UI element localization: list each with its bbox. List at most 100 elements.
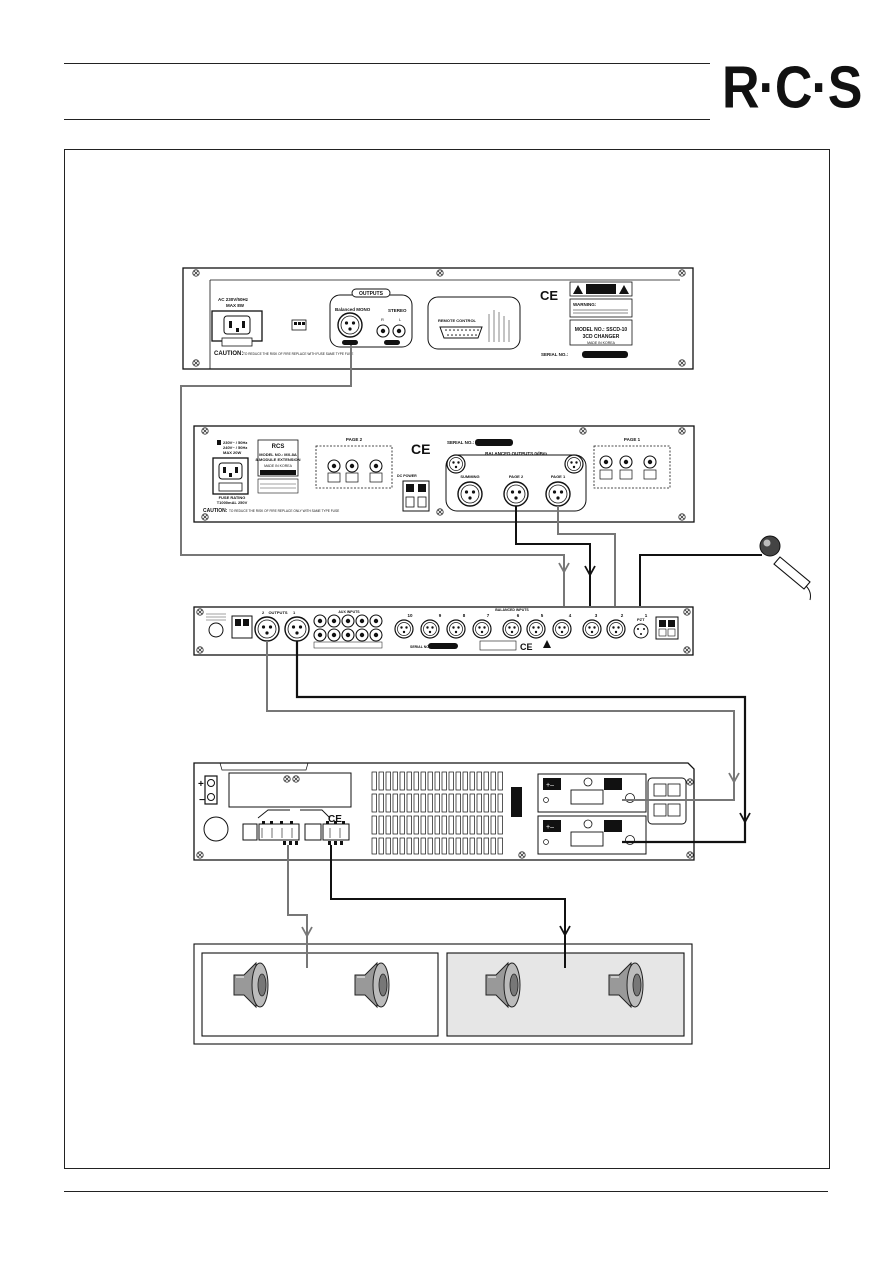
vent-slot: [406, 793, 412, 813]
vent-slot: [441, 793, 447, 813]
cd-ce-mark: CE: [540, 288, 558, 303]
vent-slot: [378, 837, 384, 855]
vent-slot: [378, 771, 384, 791]
vent-slot: [385, 793, 391, 813]
amp-output-terminal-2[interactable]: [322, 823, 350, 841]
mixer-input-5-label: 5: [541, 613, 544, 618]
vent-slot: [434, 771, 440, 791]
amp-output-terminal-1[interactable]: [258, 823, 300, 841]
cd-ac-power: MAX 8W: [226, 303, 245, 308]
vent-slot: [469, 793, 475, 813]
cd-model-line2: 3CD CHANGER: [583, 334, 620, 340]
vent-slot: [483, 771, 489, 791]
mx-summing-xlr[interactable]: [457, 481, 483, 507]
vent-slot: [385, 837, 391, 855]
mixer-ce-mark: CE: [520, 642, 533, 652]
cd-fuse-holder[interactable]: [221, 337, 253, 347]
vent-slot: [427, 771, 433, 791]
vent-slot: [406, 837, 412, 855]
svg-text:+–: +–: [546, 824, 554, 831]
vent-slot: [469, 771, 475, 791]
mx-voltage-1: 230V~ / 50Hz: [223, 440, 247, 445]
vent-slot: [497, 793, 503, 813]
vent-slot: [455, 815, 461, 835]
amp-ce-mark: CE: [328, 814, 342, 825]
mx-made-in: MADE IN KOREA: [264, 464, 292, 468]
mx-dc-power: DC POWER: [397, 474, 417, 478]
mixer-output-1-xlr[interactable]: [284, 616, 310, 642]
amp-fan-grommet: [203, 816, 229, 842]
mixer-unit: OUTPUTS 2 1 AUX INPUTS BALANCED INPUTS 1…: [193, 606, 694, 656]
vent-slot: [371, 771, 377, 791]
vent-slot: [434, 815, 440, 835]
mixer-input-9-label: 9: [439, 613, 442, 618]
mixer-out1-label: 1: [293, 610, 296, 615]
vent-slot: [497, 815, 503, 835]
mixer-power-jack[interactable]: [208, 622, 224, 638]
cd-serial-label: SERIAL NO.:: [541, 352, 569, 357]
footer-rule: [64, 1191, 828, 1192]
vent-slot: [420, 793, 426, 813]
header-rule-bottom: [64, 119, 710, 120]
cd-model-line1: MODEL NO.: SSCD-10: [575, 327, 628, 333]
mx-model-1: MODEL NO.: MX-8A: [259, 452, 297, 457]
vent-slot: [462, 815, 468, 835]
cd-stereo-l-rca[interactable]: [392, 324, 406, 338]
mixer-pzt-din[interactable]: [633, 623, 649, 639]
vent-slot: [455, 793, 461, 813]
svg-text:+–: +–: [546, 782, 554, 789]
vent-slot: [476, 771, 482, 791]
vent-slot: [420, 815, 426, 835]
vent-slot: [434, 793, 440, 813]
vent-slot: [371, 837, 377, 855]
cd-stereo: STEREO: [388, 308, 407, 313]
cd-stereo-r-rca[interactable]: [376, 324, 390, 338]
vent-slot: [483, 815, 489, 835]
cd-serial-plate: [582, 351, 628, 358]
amplifier-unit: + − CE +– +–: [193, 762, 695, 861]
vent-slot: [371, 793, 377, 813]
cd-warning: WARNING:: [573, 302, 597, 307]
mx-serial-plate: [475, 439, 513, 446]
cd-caution-text: TO REDUCE THE RISK OF FIRE REPLACE WITH …: [243, 352, 353, 356]
amp-terminal-a[interactable]: [242, 823, 258, 841]
mx-voltage-2: 240V~ / 50Hz: [223, 445, 247, 450]
mx-serial-label: SERIAL NO.:: [447, 440, 475, 445]
cd-caution: CAUTION:: [214, 351, 243, 357]
mixer-input-2-xlr[interactable]: [606, 619, 626, 639]
vent-slot: [469, 837, 475, 855]
mixer-input-3-xlr[interactable]: [582, 619, 602, 639]
mixer-input-6-label: 6: [517, 613, 520, 618]
vent-slot: [483, 793, 489, 813]
mx-page2-out: PAGE 2: [509, 474, 524, 479]
cd-balanced-mono-xlr[interactable]: [337, 312, 363, 338]
module-extension-unit: 230V~ / 50Hz 240V~ / 50Hz MAX 20W FUSE R…: [193, 425, 695, 523]
mx-page2-xlr[interactable]: [503, 481, 529, 507]
amp-plus: +: [198, 779, 204, 790]
amp-terminal-b[interactable]: [304, 823, 322, 841]
vent-slot: [399, 837, 405, 855]
mixer-input-1-label: 1: [645, 613, 648, 618]
vent-slot: [448, 837, 454, 855]
cd-stereo-r: R: [381, 317, 384, 322]
mx-brand: RCS: [272, 444, 285, 450]
vent-slot: [490, 771, 496, 791]
cd-remote-db25[interactable]: [439, 326, 483, 339]
vent-slot: [399, 793, 405, 813]
mixer-output-2-xlr[interactable]: [254, 616, 280, 642]
mixer-serial-label: SERIAL NO.:: [410, 645, 431, 649]
mx-page1-xlr[interactable]: [545, 481, 571, 507]
vent-slot: [427, 815, 433, 835]
mx-model-2: 8-MODULE EXTENSION: [255, 457, 300, 462]
mx-page1-label: PAGE 1: [624, 437, 641, 442]
vent-slot: [490, 815, 496, 835]
vent-slot: [448, 815, 454, 835]
mx-summing: SUMMING: [460, 474, 479, 479]
vent-slot: [399, 815, 405, 835]
vent-slot: [420, 771, 426, 791]
speaker-zones: [193, 943, 693, 1045]
diagram-frame: [64, 149, 830, 1169]
vent-slot: [441, 771, 447, 791]
vent-slot: [455, 837, 461, 855]
mx-fuse-rating: FUSE RATING: [219, 495, 246, 500]
